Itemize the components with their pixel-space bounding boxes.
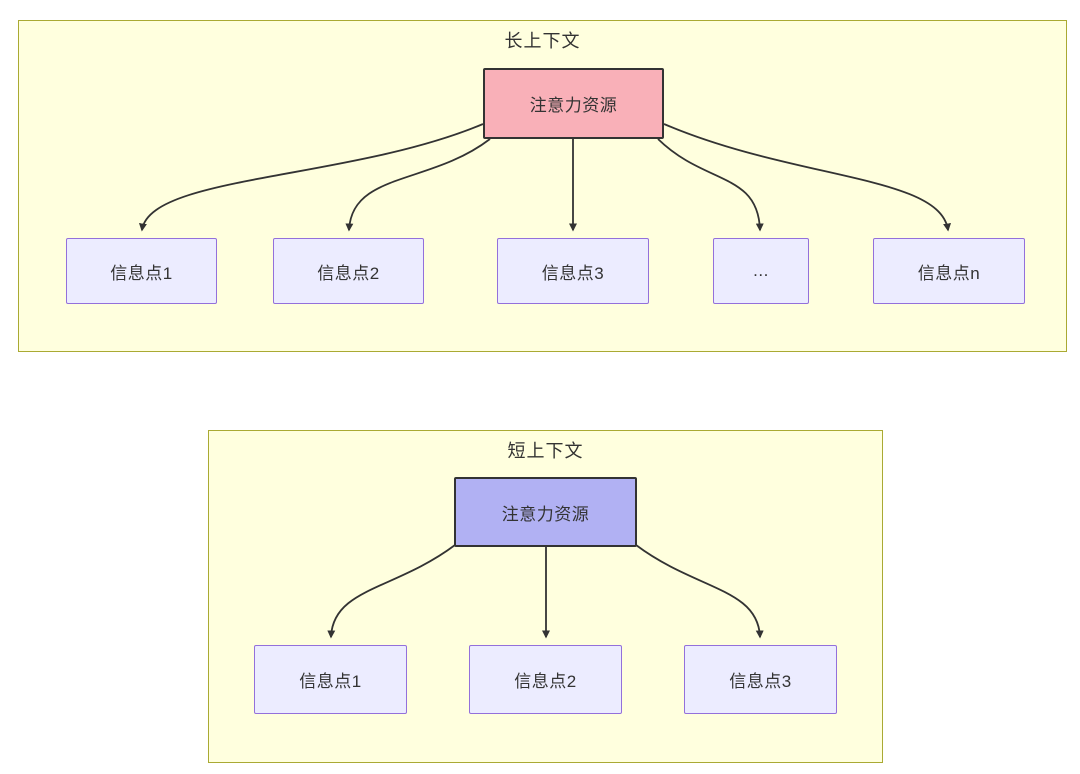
info-node-label: 信息点1 [110, 263, 173, 283]
info-node-short-1: 信息点1 [254, 645, 407, 714]
attention-node-long: 注意力资源 [483, 68, 664, 139]
info-node-label: 信息点3 [541, 263, 605, 283]
info-node-long-3: 信息点3 [497, 238, 649, 304]
info-node-label: 信息点2 [514, 672, 577, 691]
info-node-label: 信息点n [917, 263, 981, 283]
info-node-short-3: 信息点3 [684, 645, 837, 714]
arrow-long-attention-to-infon [663, 123, 952, 232]
info-node-short-2: 信息点2 [469, 645, 622, 714]
info-node-long-ellipsis: ... [713, 238, 809, 304]
info-node-label: 信息点1 [299, 672, 362, 691]
info-node-label: 信息点3 [729, 672, 792, 691]
info-node-label: 信息点2 [317, 263, 380, 283]
attention-node-short: 注意力资源 [454, 477, 637, 547]
arrow-short-attention-to-info1 [327, 544, 456, 639]
arrow-long-attention-to-info1 [139, 123, 484, 232]
info-node-label: ... [753, 261, 769, 280]
info-node-long-2: 信息点2 [273, 238, 424, 304]
arrow-long-attention-to-ellipsis [657, 138, 764, 232]
info-node-long-n: 信息点n [873, 238, 1025, 304]
arrow-short-attention-to-info3 [635, 544, 764, 639]
cluster-short-context-title: 短上下文 [507, 441, 584, 461]
attention-node-short-label: 注意力资源 [501, 504, 590, 524]
info-node-long-1: 信息点1 [66, 238, 217, 304]
cluster-long-context-title: 长上下文 [504, 31, 581, 51]
attention-node-long-label: 注意力资源 [529, 96, 618, 115]
arrow-long-attention-to-info2 [345, 138, 491, 232]
